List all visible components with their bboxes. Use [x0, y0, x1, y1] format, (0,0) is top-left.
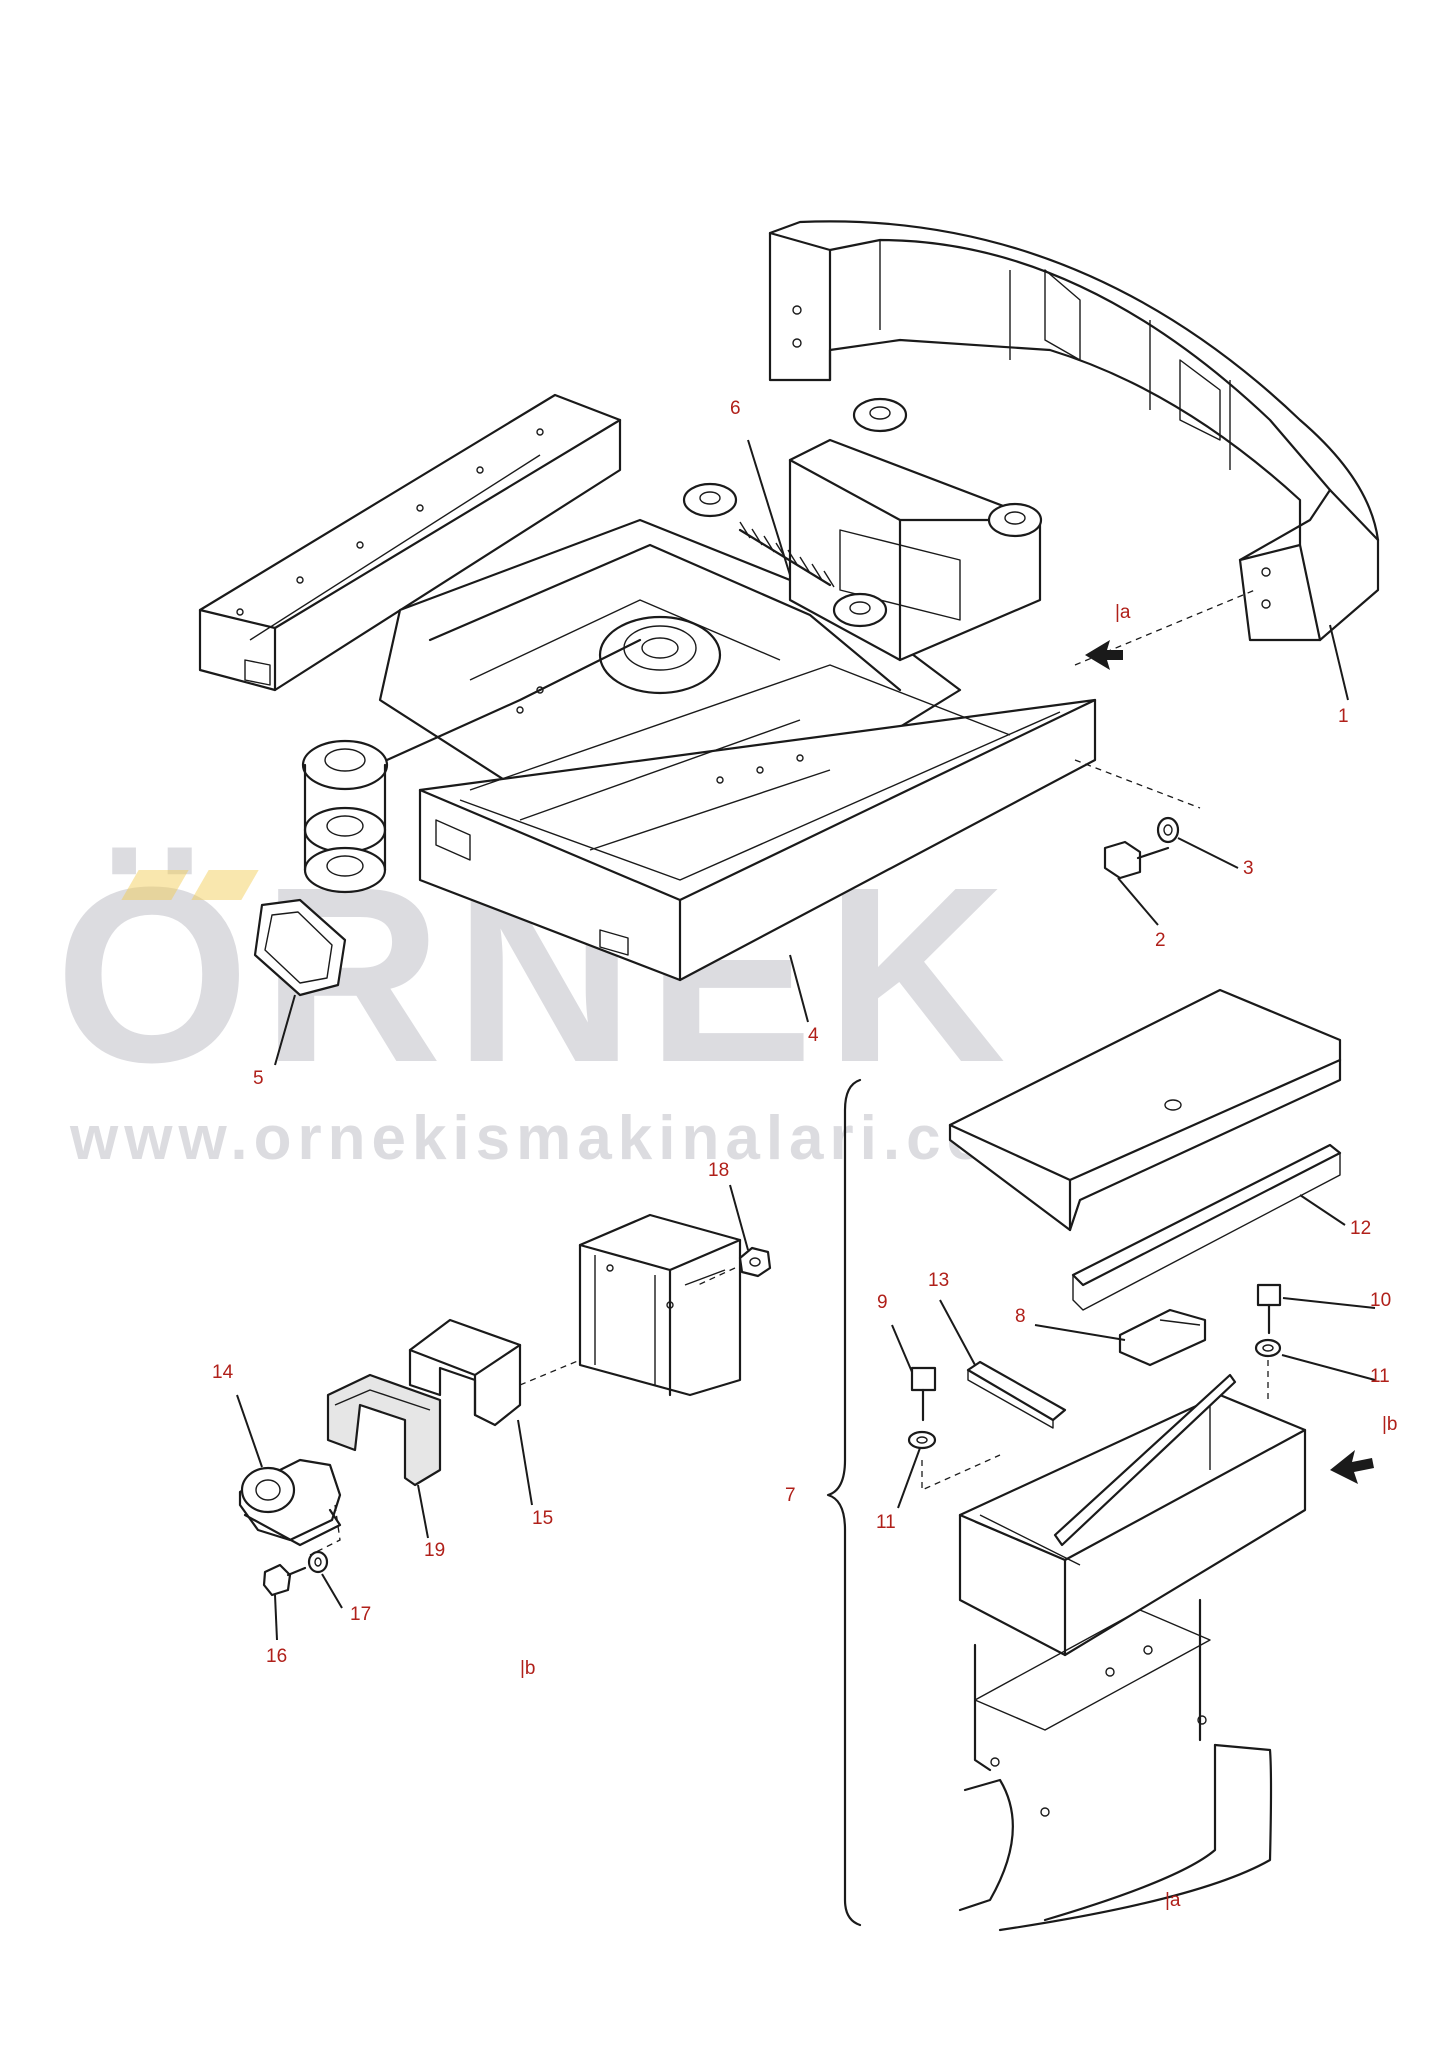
bracket-15	[408, 1318, 581, 1506]
callout-17: 17	[350, 1604, 372, 1625]
base-mount	[958, 1598, 1273, 1932]
callout-11-right: 11	[1370, 1366, 1390, 1387]
callout-2: 2	[1155, 930, 1166, 951]
bolt-washer-group	[1103, 816, 1239, 926]
bolt-9	[891, 1324, 937, 1509]
callout-9: 9	[877, 1292, 888, 1313]
callout-4: 4	[808, 1025, 819, 1046]
counterweight	[768, 220, 1380, 642]
frame-section	[578, 1213, 742, 1397]
spring	[738, 439, 835, 588]
seal-strip-12	[1071, 1143, 1346, 1311]
nut-18	[697, 1184, 772, 1286]
callout-13: 13	[928, 1270, 950, 1291]
callout-19: 19	[424, 1540, 446, 1561]
callout-16: 16	[266, 1646, 288, 1667]
callout-11-left: 11	[876, 1512, 896, 1533]
mount-pad	[682, 397, 1043, 628]
callout-6: 6	[730, 398, 741, 419]
callout-12: 12	[1350, 1218, 1372, 1239]
bolt-10	[1254, 1283, 1376, 1381]
dash-bolt	[1074, 759, 1201, 809]
main-frame	[198, 393, 1097, 982]
callout-14: 14	[212, 1362, 234, 1383]
callout-15: 15	[532, 1508, 554, 1529]
bolt-16	[262, 1563, 307, 1641]
grommet	[253, 898, 347, 1066]
washer-17	[307, 1550, 343, 1609]
ref-b-right: |b	[1382, 1414, 1398, 1435]
dash-bolt9	[921, 1454, 1001, 1492]
arrow-a-top	[1085, 640, 1123, 670]
tool-box	[958, 1373, 1307, 1657]
leader-4	[789, 954, 809, 1023]
bolt-holes	[236, 428, 804, 784]
cover-plate	[948, 988, 1342, 1232]
callout-7: 7	[785, 1485, 796, 1506]
callout-8: 8	[1015, 1306, 1026, 1327]
ref-b-left: |b	[520, 1658, 536, 1679]
brace-7	[826, 1078, 862, 1927]
callout-5: 5	[253, 1068, 264, 1089]
pad-19	[326, 1373, 442, 1539]
rubber-mount-14	[236, 1394, 342, 1556]
callout-10: 10	[1370, 1290, 1392, 1311]
arrow-b-right	[1330, 1450, 1374, 1484]
leader-1	[1329, 624, 1349, 701]
callout-3: 3	[1243, 858, 1254, 879]
ref-a-bottom: |a	[1165, 1890, 1181, 1911]
callout-18: 18	[708, 1160, 730, 1181]
callout-1: 1	[1338, 706, 1349, 727]
strip-13	[939, 1299, 1067, 1429]
clip-8	[1034, 1308, 1207, 1367]
ref-a-top: |a	[1115, 602, 1131, 623]
